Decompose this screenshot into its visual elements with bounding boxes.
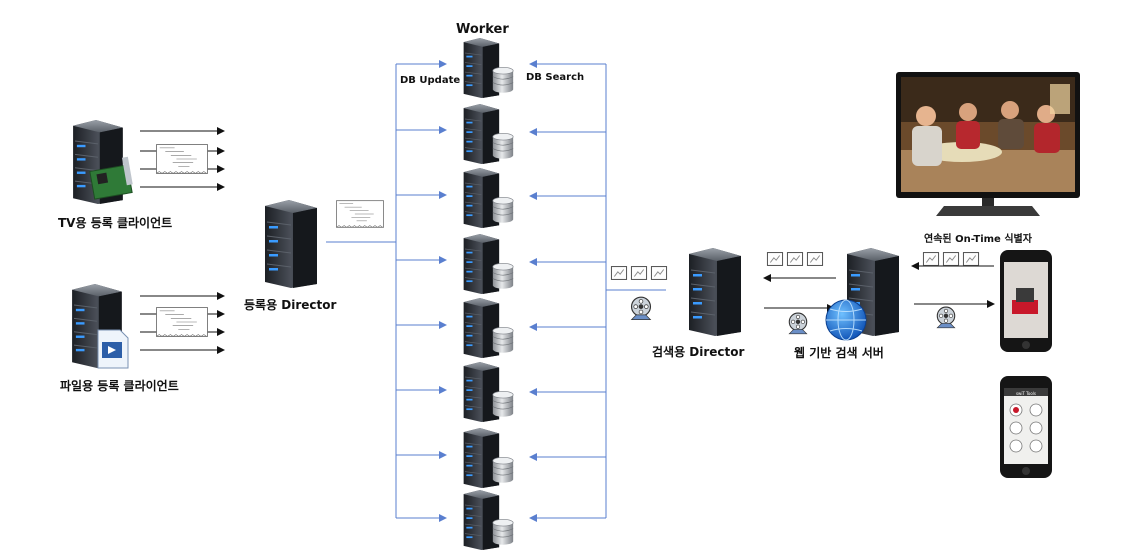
registration-director-document-icon [336, 200, 384, 228]
worker-server-6 [463, 362, 514, 422]
search-director-film-reel-icon [630, 296, 652, 321]
globe-icon [825, 299, 867, 341]
file-client-label: 파일용 등록 클라이언트 [60, 379, 179, 393]
file-client-document-icon [156, 307, 208, 337]
web-film-reel-icon [788, 312, 808, 335]
web-to-director-film-strip-icon [766, 252, 824, 266]
worker-server-4 [463, 234, 514, 294]
tv-client-document-icon [156, 144, 208, 174]
media-file-icon [97, 329, 129, 369]
search-director-to-web-arrows [763, 274, 836, 312]
registration-director-label: 등록용 Director [244, 298, 337, 312]
worker-server-8 [463, 490, 514, 550]
tv-icon [896, 72, 1080, 216]
worker-server-3 [463, 168, 514, 228]
worker-server-2 [463, 104, 514, 164]
capture-card-icon [89, 156, 133, 200]
db-search-label: DB Search [526, 72, 585, 83]
phone-film-reel-icon [936, 306, 956, 329]
worker-label: Worker [456, 22, 509, 37]
phone-title: swiT Tools [1016, 391, 1036, 396]
search-director-film-strip-icon [610, 266, 668, 280]
db-update-lines [326, 60, 447, 522]
search-director-label: 검색용 Director [652, 345, 745, 359]
ontime-film-strip-icon [922, 252, 980, 266]
worker-server-1 [463, 38, 514, 98]
web-to-phone-arrows [911, 262, 995, 308]
db-search-lines [529, 60, 666, 522]
search-director-server-icon [688, 248, 742, 336]
smartphone-app-icon [1000, 376, 1052, 478]
registration-director-server-icon [264, 200, 318, 288]
db-update-label: DB Update [400, 75, 461, 86]
worker-server-7 [463, 428, 514, 488]
web-server-label: 웹 기반 검색 서버 [794, 346, 884, 360]
tv-client-label: TV용 등록 클라이언트 [58, 216, 173, 230]
worker-server-5 [463, 298, 514, 358]
smartphone-icon [1000, 250, 1052, 352]
ontime-identifier-label: 연속된 On-Time 식별자 [924, 234, 1032, 245]
